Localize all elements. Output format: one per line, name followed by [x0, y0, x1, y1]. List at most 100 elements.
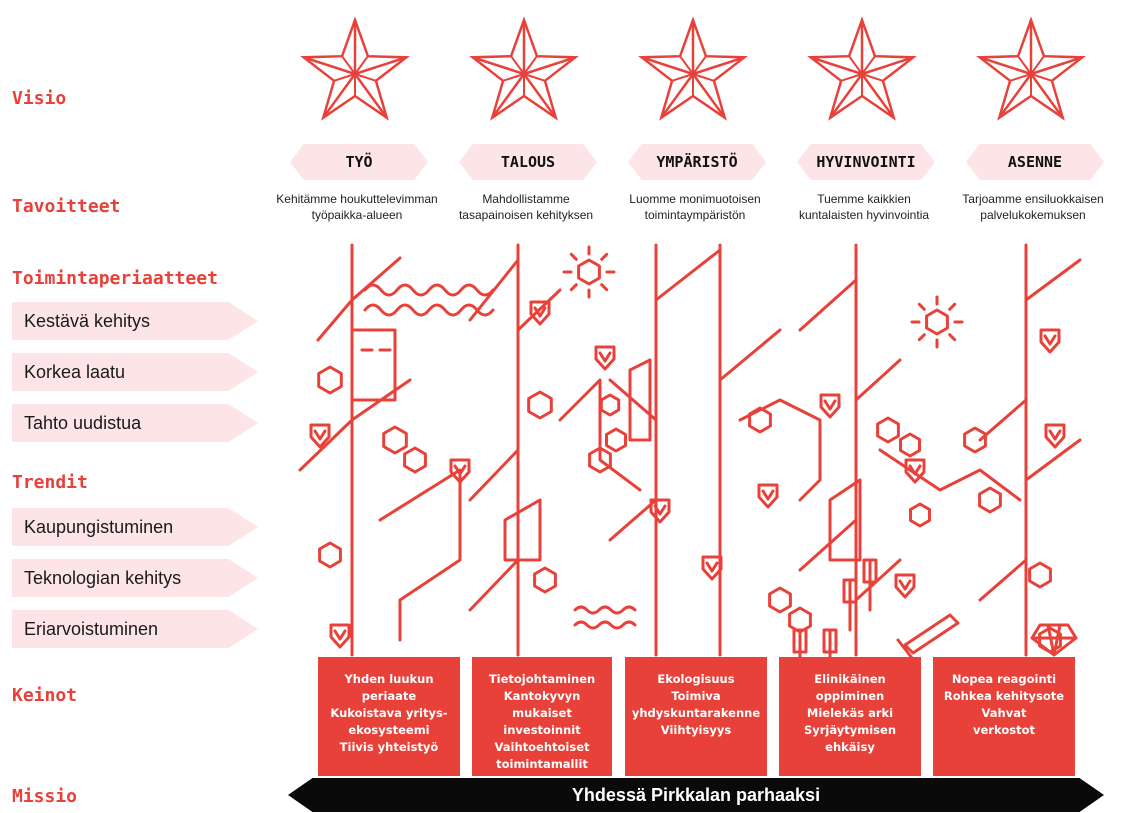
hexagon-leaf	[788, 606, 812, 634]
flower-head	[529, 300, 551, 326]
means-line: verkostot	[973, 723, 1035, 737]
means-line: yhdyskuntarakenne	[631, 706, 761, 720]
flower-detail	[1043, 334, 1057, 346]
flower-detail	[705, 561, 719, 573]
principle-label: Korkea laatu	[24, 361, 126, 382]
star-facet	[692, 73, 715, 82]
principle-label: Tahto uudistua	[24, 412, 142, 433]
star-facet	[472, 56, 525, 76]
principle-label: Kestävä kehitys	[24, 310, 151, 331]
flower-detail	[313, 429, 327, 441]
means-line: Nopea reagointi	[951, 672, 1057, 686]
goal-description-line: Luomme monimuotoisen	[629, 192, 761, 206]
star-facet	[1009, 73, 1032, 82]
label-keinot: Keinot	[12, 685, 78, 706]
building-outline	[503, 498, 542, 562]
branch	[608, 248, 782, 542]
star-facet	[660, 73, 695, 119]
star-facet	[860, 73, 895, 119]
means-line: Yhden luukun	[344, 672, 434, 686]
mission-banner: Yhdessä Pirkkalan parhaaksi	[288, 778, 1104, 812]
star-facet	[1017, 55, 1032, 75]
star-facet	[1030, 73, 1053, 82]
principle-tag: Tahto uudistua	[12, 404, 258, 442]
star-facet	[861, 56, 914, 76]
flower-head	[594, 345, 616, 371]
hexagon-leaf	[963, 426, 987, 454]
principle-tag: Korkea laatu	[12, 353, 258, 391]
goal-description-line: Tarjoamme ensiluokkaisen	[962, 192, 1104, 206]
wave-line	[573, 620, 637, 630]
means-line: Mielekäs arki	[806, 706, 894, 720]
trend-label: Kaupungistuminen	[24, 516, 174, 537]
means-line: ehkäisy	[825, 740, 875, 754]
means-box-hyvinvointi: Elinikäinen oppiminen Mielekäs arki Syrj…	[779, 657, 921, 776]
star-icon	[469, 16, 579, 121]
goal-description: Tarjoamme ensiluokkaisen palvelukokemuks…	[948, 191, 1118, 223]
hexagon-leaf	[533, 566, 557, 594]
trend-label: Teknologian kehitys	[24, 567, 182, 588]
hexagon-leaf	[318, 541, 342, 569]
star-facet	[861, 55, 876, 75]
sun-ray	[948, 302, 957, 311]
hexagon-leaf	[382, 425, 408, 455]
label-tavoitteet: Tavoitteet	[12, 196, 121, 217]
flower-head	[1039, 328, 1061, 354]
flower-detail	[898, 579, 912, 591]
goal-title-tyo: TYÖ	[290, 144, 428, 180]
star-facet	[641, 56, 694, 76]
star-facet	[522, 73, 557, 119]
means-line: Kantokyvyn mukaiset	[503, 689, 581, 720]
stair-line	[378, 468, 462, 642]
star-icon	[976, 16, 1086, 121]
goal-description-line: Tuemme kaikkien	[817, 192, 911, 206]
wave-line	[363, 303, 495, 317]
trend-tag: Eriarvoistuminen	[12, 610, 258, 648]
flower-detail	[333, 629, 347, 641]
star-facet	[671, 73, 694, 82]
star-facet	[848, 55, 863, 75]
star-facet	[303, 56, 356, 76]
means-line: periaate	[361, 689, 417, 703]
flower-head	[819, 393, 841, 419]
stair-line	[558, 378, 642, 492]
hexagon-leaf	[768, 586, 792, 614]
star-facet	[523, 55, 538, 75]
goal-description-line: työpaikka-alueen	[311, 208, 403, 222]
means-line: ekosysteemi	[348, 723, 430, 737]
star-facet	[1030, 56, 1083, 76]
star-facet	[333, 73, 356, 82]
sun-ray	[569, 252, 578, 261]
means-line: Tietojohtaminen	[488, 672, 596, 686]
flower-head	[649, 498, 671, 524]
cattail	[862, 558, 878, 612]
goal-description: Luomme monimuotoisen toimintaympäristön	[610, 191, 780, 223]
flower-head	[309, 423, 331, 449]
sun-ray	[917, 333, 926, 342]
goal-description-line: toimintaympäristön	[644, 208, 746, 222]
means-box-tyo: Yhden luukun periaate Kukoistava yritys-…	[318, 657, 460, 776]
sun-icon	[577, 258, 601, 286]
star-facet	[692, 56, 745, 76]
building-outline	[738, 398, 822, 502]
hexagon-leaf	[978, 486, 1002, 514]
means-box-asenne: Nopea reagointi Rohkea kehitysote Vahvat…	[933, 657, 1075, 776]
hexagon-leaf	[605, 427, 627, 453]
star-facet	[1029, 73, 1064, 119]
means-line: Tiivis yhteistyö	[339, 740, 439, 754]
means-line: Elinikäinen	[814, 672, 886, 686]
sun-ray	[948, 333, 957, 342]
flower-head	[757, 483, 779, 509]
flower-detail	[908, 464, 922, 476]
flower-head	[894, 573, 916, 599]
sword-icon	[896, 613, 960, 660]
means-box-ymparisto: Ekologisuus Toimiva yhdyskuntarakenne Vi…	[625, 657, 767, 776]
sun-icon	[925, 308, 949, 336]
sun-ray	[600, 252, 609, 261]
means-line: toimintamallit	[496, 757, 588, 771]
hexagon-leaf	[748, 406, 772, 434]
label-missio: Missio	[12, 786, 78, 807]
star-icon	[807, 16, 917, 121]
hexagon-leaf	[599, 393, 621, 417]
